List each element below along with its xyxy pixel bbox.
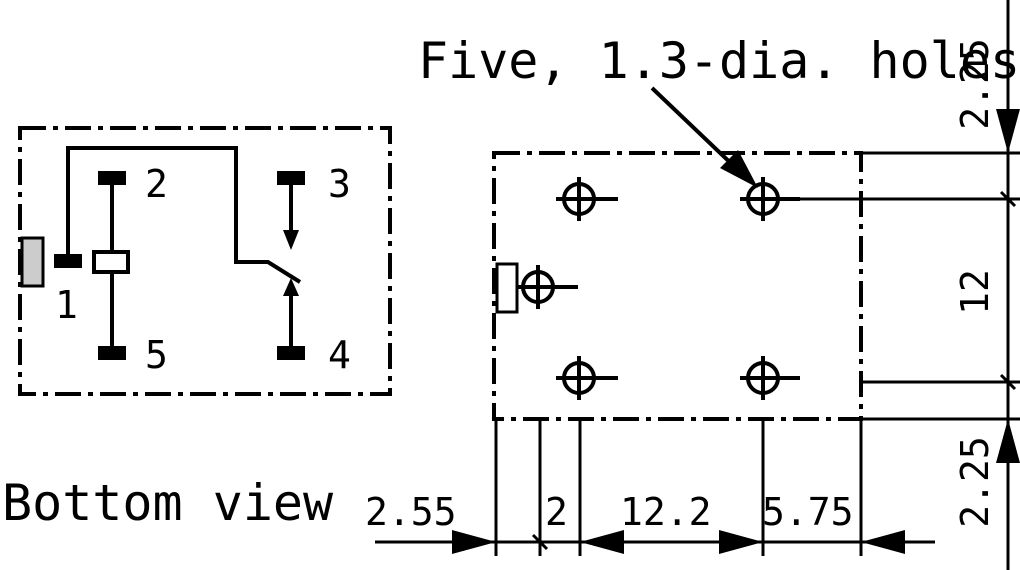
caption-bottom-view: Bottom view bbox=[2, 474, 334, 532]
schematic-outline bbox=[18, 126, 392, 396]
pin-label-1: 1 bbox=[55, 283, 78, 327]
hole-marker bbox=[556, 356, 618, 400]
hole-marker bbox=[518, 265, 578, 309]
pin-label-3: 3 bbox=[328, 162, 351, 206]
hole-marker bbox=[740, 356, 800, 400]
orientation-tab bbox=[20, 236, 45, 288]
relay-schematic: 1 2 3 4 5 bbox=[18, 126, 392, 396]
callout-leader bbox=[650, 86, 740, 172]
pin-label-4: 4 bbox=[328, 333, 351, 377]
pin-label-5: 5 bbox=[145, 333, 168, 377]
coil-symbol bbox=[92, 250, 130, 274]
pin-4-pad bbox=[277, 346, 305, 360]
dim-label: 12.2 bbox=[620, 490, 712, 534]
pcb-footprint bbox=[492, 86, 863, 421]
pin-1-pad bbox=[54, 254, 82, 268]
callout-text: Five, 1.3-dia. holes bbox=[418, 32, 1020, 90]
common-lead bbox=[66, 146, 302, 284]
nc-contact-arrow bbox=[283, 230, 299, 250]
pin-label-2: 2 bbox=[145, 162, 168, 206]
no-contact-arrow bbox=[283, 278, 299, 296]
dim-label: 5.75 bbox=[762, 490, 854, 534]
dim-label: 2 bbox=[545, 490, 568, 534]
hole-marker bbox=[556, 177, 618, 221]
dim-label: 2.25 bbox=[953, 38, 997, 130]
callout-arrowhead bbox=[720, 150, 758, 188]
footprint-outline bbox=[492, 151, 863, 421]
dim-label: 12 bbox=[953, 269, 997, 315]
footprint-orientation-tab bbox=[495, 262, 519, 314]
dim-label: 2.55 bbox=[365, 490, 457, 534]
pin-5-pad bbox=[98, 346, 126, 360]
dim-label: 2.25 bbox=[953, 436, 997, 528]
dimension-arrowheads bbox=[452, 109, 1020, 554]
